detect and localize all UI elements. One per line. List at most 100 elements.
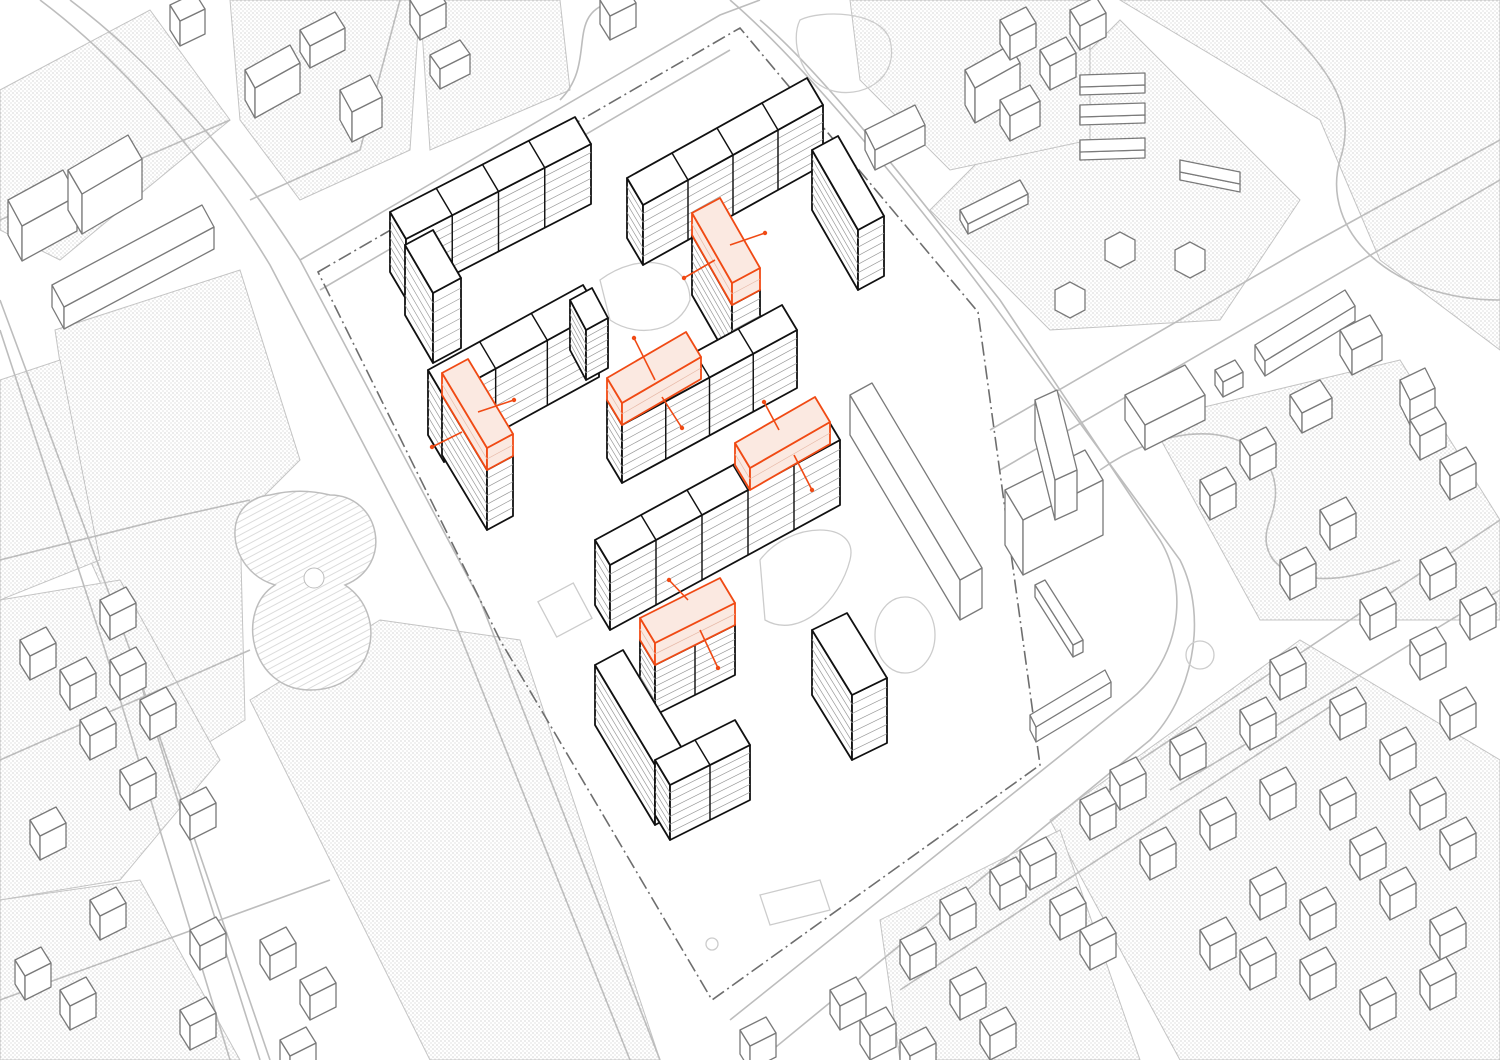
house <box>1199 796 1237 851</box>
floor-line <box>811 184 859 265</box>
building-roof <box>1409 406 1447 437</box>
building-roof <box>1429 906 1467 937</box>
house <box>1069 0 1107 51</box>
floor-line <box>585 324 609 338</box>
building-roof <box>99 586 137 617</box>
context-building <box>67 134 143 235</box>
building-roof <box>1409 776 1447 807</box>
context-building <box>959 179 1029 235</box>
house <box>279 1026 317 1060</box>
floor-line <box>441 403 488 479</box>
building-roof <box>1249 866 1287 897</box>
building-roof <box>1259 766 1297 797</box>
floor-line <box>594 716 656 817</box>
floor-line <box>432 337 462 354</box>
house <box>19 626 57 681</box>
building-block-g-foot <box>654 719 751 841</box>
house <box>59 656 97 711</box>
building-roof <box>259 926 297 957</box>
building-roof <box>109 646 147 677</box>
building-roof <box>189 916 227 947</box>
arrow-head-icon <box>681 275 687 281</box>
house <box>1319 496 1357 551</box>
road-edge <box>1099 433 1401 580</box>
house <box>1109 756 1147 811</box>
floor-line <box>857 232 885 248</box>
building-roof <box>1269 646 1307 677</box>
building-roof <box>1214 359 1244 383</box>
context-building <box>1124 364 1206 451</box>
building-roof <box>1034 579 1084 646</box>
building-roof <box>1169 726 1207 757</box>
hatched-lawn <box>419 0 571 151</box>
floor-line <box>857 241 885 257</box>
floor-line <box>441 420 488 496</box>
building-roof <box>999 6 1037 37</box>
access-arrow <box>633 337 656 381</box>
house <box>1279 546 1317 601</box>
arrow-head-icon <box>715 665 721 671</box>
floor-line <box>569 321 587 352</box>
building-roof <box>1279 546 1317 577</box>
building-roof <box>1079 102 1146 118</box>
building-roof <box>404 229 462 294</box>
context-buildings <box>7 0 1497 1060</box>
house <box>1359 586 1397 641</box>
floor-line <box>654 775 671 801</box>
building-roof <box>849 382 983 581</box>
house <box>829 976 867 1031</box>
building-roof <box>639 577 736 644</box>
building-roof <box>1079 916 1117 947</box>
context-building <box>299 11 346 69</box>
house <box>1039 36 1077 91</box>
floor-line <box>569 335 587 366</box>
context-building <box>1254 289 1356 377</box>
module-division <box>671 152 689 240</box>
building-roof <box>1079 72 1146 88</box>
floor-line <box>654 806 671 833</box>
building-roof <box>599 0 637 17</box>
module-division <box>686 489 703 580</box>
floor-line <box>811 648 853 714</box>
house <box>1439 686 1477 741</box>
house <box>79 706 117 761</box>
house <box>1239 426 1277 481</box>
building-roof <box>179 996 217 1027</box>
floor-line <box>404 294 434 344</box>
site-landscape <box>537 13 1215 951</box>
access-arrow <box>668 579 689 601</box>
floor-line <box>654 783 671 809</box>
floor-line <box>432 327 462 344</box>
road-edge <box>0 499 251 561</box>
floor-line <box>594 699 656 800</box>
floor-line <box>749 432 831 480</box>
house <box>1269 646 1307 701</box>
floor-line <box>639 661 656 687</box>
house <box>1419 956 1457 1011</box>
floor-line <box>606 424 623 451</box>
building-block-h <box>811 612 888 761</box>
building-block-b-long <box>626 77 824 266</box>
context-building <box>1399 367 1436 426</box>
floor-line <box>621 367 702 415</box>
building-roof <box>19 626 57 657</box>
floor-line <box>486 481 514 497</box>
building-roof <box>119 756 157 787</box>
arrow-head-icon <box>631 335 637 341</box>
building-roof <box>964 44 1021 89</box>
floor-line <box>811 201 859 282</box>
arrow-head-icon <box>666 577 672 583</box>
building-roof <box>1109 756 1147 787</box>
building-roof <box>811 612 888 696</box>
floor-line <box>639 668 656 694</box>
house <box>189 916 227 971</box>
house <box>179 996 217 1051</box>
floor-line <box>432 307 462 324</box>
floor-line <box>626 194 644 223</box>
context-building <box>1289 379 1333 434</box>
context-building <box>169 0 206 47</box>
floor-line <box>811 666 853 733</box>
module-division <box>694 739 711 820</box>
module-division <box>732 464 749 555</box>
